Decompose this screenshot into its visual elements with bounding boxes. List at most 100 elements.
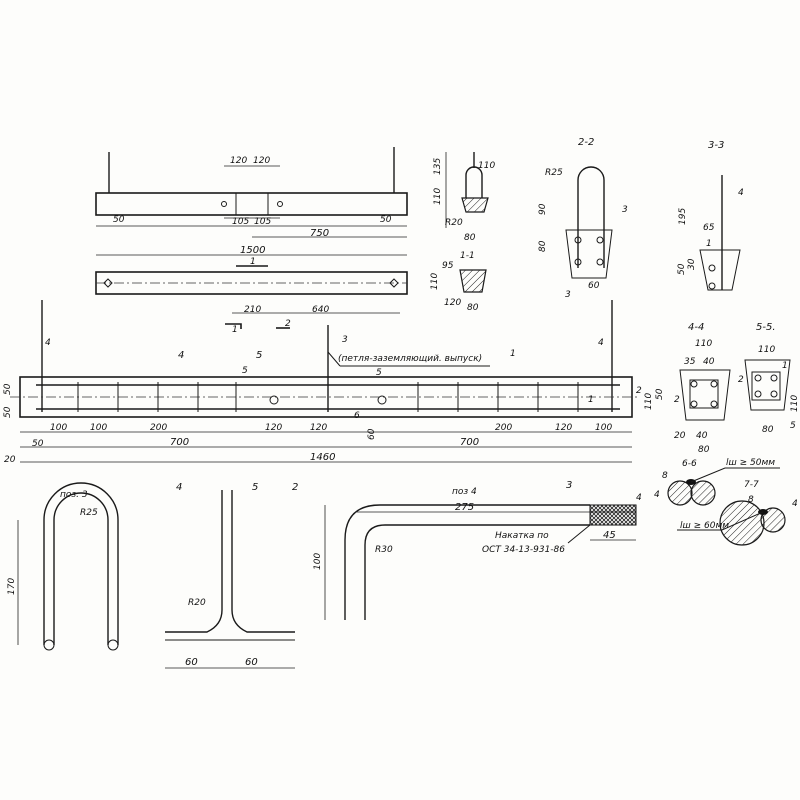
section-mark: 2: [285, 319, 291, 329]
dim-label: 1500: [240, 245, 265, 256]
dim-label: 4: [636, 493, 642, 503]
dim-label: 60: [588, 281, 600, 291]
dim-label: R25: [545, 168, 563, 178]
dim-label: 110: [758, 345, 775, 355]
main-view: 4 4 4 5 3 (петля-заземляющий. выпуск) 5 …: [3, 300, 642, 493]
dim-label: 100: [313, 553, 323, 570]
dim-label: 120: [444, 298, 461, 308]
dim-label: 700: [460, 437, 479, 448]
section-mark: 5: [252, 482, 258, 493]
dim-label: 100: [595, 423, 612, 433]
dim-label: 50: [113, 215, 125, 225]
dim-label: 50: [3, 406, 13, 418]
dim-label: 20: [4, 455, 16, 465]
dim-label: 120: [230, 156, 247, 166]
dim-label: R20: [188, 598, 206, 608]
dim-label: 50: [677, 263, 687, 275]
position-mark: 3: [622, 205, 628, 215]
position-mark: 2: [674, 395, 680, 405]
dim-label: R25: [80, 508, 98, 518]
section-mark: 4: [176, 482, 182, 493]
dim-label: 95: [442, 261, 454, 271]
position-mark: 5: [242, 366, 248, 376]
section-title: 6-6: [682, 459, 697, 469]
dim-label: 90: [538, 203, 548, 215]
section-4-4: 4-4 110 35 40 50 20 40 80 110 2: [644, 322, 731, 455]
section-mark: 5: [256, 350, 262, 361]
dim-label: 60: [367, 428, 377, 440]
weld-length: lш ≥ 60мм: [680, 521, 729, 531]
section-3-3: 3-3 4 195 65 1 50 30: [677, 140, 744, 291]
plan-view: 1 210 640 1 2: [95, 257, 408, 335]
section-title: 4-4: [688, 322, 704, 333]
knurl-note: Накатка по: [495, 531, 549, 541]
dim-label: 120: [555, 423, 572, 433]
dim-label: 120: [253, 156, 270, 166]
position-mark: 6: [354, 411, 360, 421]
dim-label: 40: [703, 357, 715, 367]
dim-label: 110: [695, 339, 712, 349]
position-mark: 1: [588, 395, 594, 405]
position-mark: 1: [782, 361, 788, 371]
section-title: 1-1: [460, 251, 475, 261]
dim-label: 80: [762, 425, 774, 435]
position-mark: 4: [598, 338, 604, 348]
dim-label: 65: [703, 223, 715, 233]
dim-label: 80: [467, 303, 479, 313]
dim-label: 50: [32, 439, 44, 449]
dim-label: 30: [687, 258, 697, 270]
dim-label: 100: [90, 423, 107, 433]
dim-label: 110: [430, 273, 440, 290]
dim-label: 50: [3, 383, 13, 395]
dim-label: 105: [232, 217, 249, 227]
section-mark: 4: [178, 350, 184, 361]
dim-label: 20: [674, 431, 686, 441]
dim-label: 105: [254, 217, 271, 227]
dim-label: 35: [684, 357, 696, 367]
dim-label: 40: [696, 431, 708, 441]
position-mark: 3: [342, 335, 348, 345]
section-mark: 1: [232, 325, 238, 335]
dim-label: 110: [790, 395, 800, 412]
dim-label: 195: [678, 208, 688, 225]
position-mark: 1: [706, 239, 712, 249]
dim-label: 50: [655, 388, 665, 400]
section-5-5: 5-5. 110 80 110 1 2 5: [738, 322, 800, 435]
dim-label: 100: [50, 423, 67, 433]
dim-label: R30: [375, 545, 393, 555]
dim-label: 170: [7, 578, 17, 595]
dim-label: 110: [644, 393, 654, 410]
section-mark: 3: [566, 480, 572, 491]
section-title: 5-5.: [756, 322, 776, 333]
dim-label: 45: [603, 530, 616, 541]
dim-label: 8: [662, 471, 668, 481]
detail-loop: 135 110 110 80 R20 1-1 95 110 120 80: [430, 152, 495, 313]
pos-4-detail: поз 4 275 100 R30 45 Накатка по ОСТ 34-1…: [313, 487, 642, 620]
position-mark: 2: [738, 375, 744, 385]
dim-label: 750: [310, 228, 329, 239]
dim-label: 80: [464, 233, 476, 243]
dim-label: 80: [698, 445, 710, 455]
dim-label: 200: [495, 423, 512, 433]
section-6-6: 6-6 8 4 lш ≥ 50мм: [654, 458, 780, 506]
dim-label: 8: [748, 495, 754, 505]
position-mark: 1: [510, 349, 516, 359]
pos-5-detail: R20 60 60: [165, 490, 295, 669]
dim-label: 135: [433, 158, 443, 175]
dim-label: 700: [170, 437, 189, 448]
position-mark: 5: [376, 368, 382, 378]
section-2-2: 2-2 R25 90 80 60 3 3: [538, 137, 628, 300]
section-title: 7-7: [744, 480, 759, 490]
dim-label: 210: [244, 305, 261, 315]
dim-label: 200: [150, 423, 167, 433]
dim-label: 60: [185, 657, 198, 668]
dim-label: 110: [433, 188, 443, 205]
position-mark: 4: [738, 188, 744, 198]
section-7-7: 7-7 8 4 lш ≥ 60мм: [677, 480, 798, 546]
section-title: 2-2: [578, 137, 594, 148]
pos-3-detail: поз. 3 R25 170: [7, 482, 119, 651]
dim-label: 110: [478, 161, 495, 171]
detail-title: поз 4: [452, 487, 477, 497]
